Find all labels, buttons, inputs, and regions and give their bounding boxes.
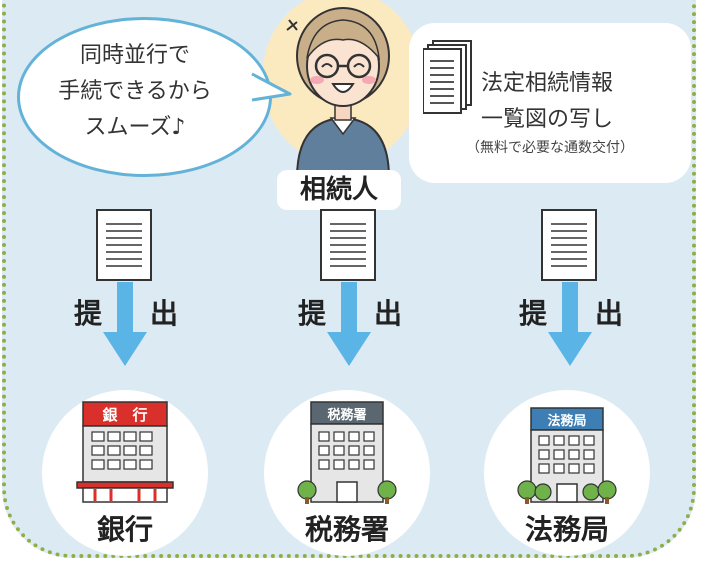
document-icon: [320, 209, 376, 281]
submit-label-left: 提: [74, 297, 103, 330]
tax-office-building-icon: 税務署: [297, 401, 397, 504]
document-icon: [541, 209, 597, 281]
certificate-info-box: 法定相続情報 一覧図の写し （無料で必要な通数交付）: [409, 23, 691, 183]
legal-bureau-label: 法務局: [524, 513, 609, 546]
info-title-line-1: 法定相続情報: [481, 71, 614, 96]
heir-label: 相続人: [277, 170, 401, 210]
submit-arrow: [327, 282, 371, 366]
submit-label-right: 出: [595, 297, 624, 330]
speech-line-1: 同時並行で: [79, 43, 190, 68]
speech-bubble: [17, 17, 272, 177]
legal-bureau-building-icon: 法務局: [517, 407, 617, 504]
submit-label-left: 提: [298, 297, 327, 330]
speech-line-2: 手続できるから: [58, 79, 212, 104]
submit-arrow: [548, 282, 592, 366]
speech-bubble-tail: [250, 72, 292, 102]
tax-office-circle: 税務署 税務署: [264, 390, 430, 556]
document-icon: [96, 209, 152, 281]
legal-bureau-circle: 法務局 法務局: [484, 390, 650, 556]
heir-illustration: [286, 7, 391, 179]
submit-arrow: [103, 282, 147, 366]
submit-label-left: 提: [519, 297, 548, 330]
submit-label-right: 出: [150, 297, 179, 330]
bank-circle: 銀 行 銀行: [42, 390, 208, 556]
bank-sign-text: 銀 行: [102, 406, 147, 424]
speech-bubble-text: 同時並行で 手続できるから スムーズ♪: [40, 38, 230, 146]
speech-line-3: スムーズ♪: [84, 115, 186, 140]
tax-office-label: 税務署: [304, 513, 389, 546]
legal-bureau-sign-text: 法務局: [547, 413, 586, 429]
bank-building-icon: 銀 行: [76, 401, 174, 503]
tax-office-sign-text: 税務署: [327, 407, 366, 423]
document-stack-icon: [423, 40, 472, 114]
bank-label: 銀行: [96, 513, 153, 546]
info-title-line-2: 一覧図の写し: [481, 107, 614, 132]
info-note: （無料で必要な通数交付）: [466, 140, 634, 156]
submit-label-right: 出: [374, 297, 403, 330]
